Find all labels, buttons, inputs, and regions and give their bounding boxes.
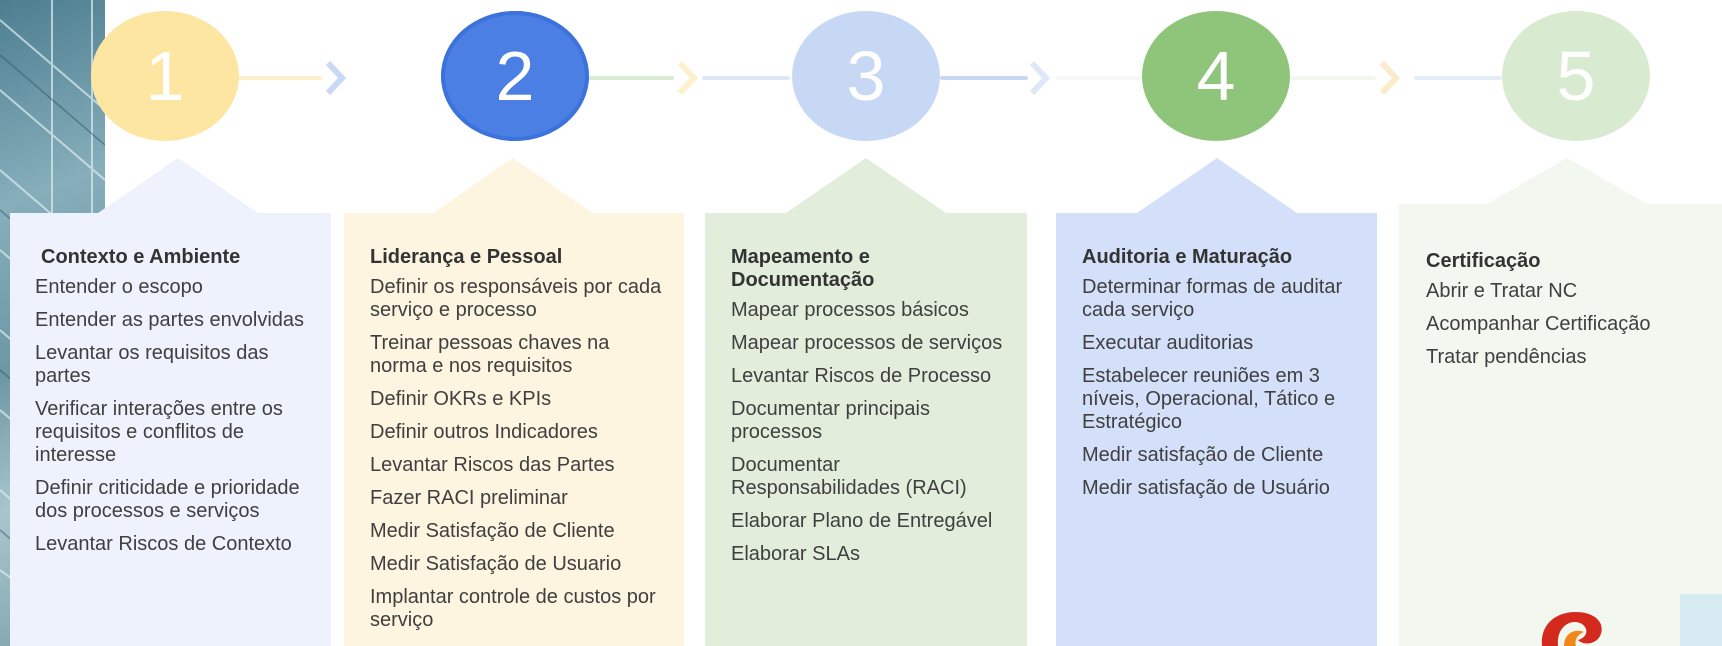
panel-content: Liderança e Pessoal Definir os responsáv… <box>370 246 668 642</box>
panel-body <box>344 213 684 646</box>
connector-1-2 <box>236 76 322 80</box>
connector-5 <box>1414 76 1502 80</box>
chevron-right-icon <box>325 60 346 96</box>
step-title: Liderança e Pessoal <box>370 246 563 268</box>
list-item: Definir criticidade e prioridade dos pro… <box>35 477 300 522</box>
list-item: Levantar Riscos de Processo <box>731 365 992 387</box>
list-item: Definir OKRs e KPIs <box>370 388 552 410</box>
list-item: Executar auditorias <box>1082 332 1254 354</box>
panel-pointer <box>98 158 258 213</box>
list-item: Documentar Responsabilidades (RACI) <box>731 454 967 499</box>
step-number: 5 <box>1556 37 1596 115</box>
step-1-panel: Contexto e Ambiente Entender o escopo En… <box>10 158 331 646</box>
step-5-panel: Certificação Abrir e Tratar NC Acompanha… <box>1399 158 1722 646</box>
panel-content: Mapeamento e Documentação Mapear process… <box>731 246 1011 576</box>
step-number: 3 <box>846 37 886 115</box>
list-item: Levantar os requisitos das partes <box>35 342 269 387</box>
step-3-circle: 3 <box>792 11 940 141</box>
list-item: Definir outros Indicadores <box>370 421 598 443</box>
panel-pointer <box>433 158 593 213</box>
panel-body <box>1399 204 1722 646</box>
list-item: Levantar Riscos de Contexto <box>35 533 292 555</box>
list-item: Definir os responsáveis por cada serviço… <box>370 276 662 321</box>
chevron-right-icon <box>1029 60 1050 96</box>
step-number: 1 <box>145 37 185 115</box>
list-item: Mapear processos de serviços <box>731 332 1003 354</box>
connector-2-3 <box>588 76 674 80</box>
panel-pointer <box>1487 158 1647 204</box>
list-item: Levantar Riscos das Partes <box>370 454 615 476</box>
step-title: Certificação <box>1426 250 1541 272</box>
list-item: Fazer RACI preliminar <box>370 487 568 509</box>
connector-4-5b <box>1290 76 1376 80</box>
panel-content: Auditoria e Maturação Determinar formas … <box>1082 246 1361 510</box>
list-item: Elaborar SLAs <box>731 543 860 565</box>
panel-content: Certificação Abrir e Tratar NC Acompanha… <box>1426 250 1706 379</box>
list-item: Acompanhar Certificação <box>1426 313 1651 335</box>
panel-body <box>1056 213 1377 646</box>
list-item: Entender as partes envolvidas <box>35 309 305 331</box>
list-item: Abrir e Tratar NC <box>1426 280 1578 302</box>
step-4-panel: Auditoria e Maturação Determinar formas … <box>1056 158 1377 646</box>
connector-3-4b <box>940 76 1028 80</box>
step-5-circle: 5 <box>1502 11 1650 141</box>
list-item: Documentar principais processos <box>731 398 930 443</box>
list-item: Elaborar Plano de Entregável <box>731 510 993 532</box>
list-item: Entender o escopo <box>35 276 203 298</box>
list-item: Treinar pessoas chaves na norma e nos re… <box>370 332 610 377</box>
step-1-circle: 1 <box>91 11 239 141</box>
step-number: 2 <box>495 37 535 115</box>
chevron-right-icon <box>677 60 698 96</box>
list-item: Determinar formas de auditar cada serviç… <box>1082 276 1343 321</box>
chevron-right-icon <box>1379 60 1400 96</box>
list-item: Medir Satisfação de Cliente <box>370 520 615 542</box>
list-item: Tratar pendências <box>1426 346 1587 368</box>
step-2-panel: Liderança e Pessoal Definir os responsáv… <box>344 158 684 646</box>
panel-pointer <box>786 158 946 213</box>
company-logo <box>1534 606 1632 646</box>
panel-pointer <box>1137 158 1297 213</box>
panel-body <box>10 213 331 646</box>
step-4-circle: 4 <box>1142 11 1290 141</box>
corner-decoration <box>1680 594 1722 646</box>
step-3-panel: Mapeamento e Documentação Mapear process… <box>705 158 1027 646</box>
panel-content: Contexto e Ambiente Entender o escopo En… <box>35 246 315 566</box>
panel-body <box>705 213 1027 646</box>
list-item: Verificar interações entre os requisitos… <box>35 398 283 466</box>
connector-3-4 <box>702 76 790 80</box>
step-title: Mapeamento e Documentação <box>731 246 875 291</box>
list-item: Mapear processos básicos <box>731 299 969 321</box>
step-2-circle: 2 <box>441 11 589 141</box>
step-title: Auditoria e Maturação <box>1082 246 1293 268</box>
step-number: 4 <box>1196 37 1236 115</box>
list-item: Medir Satisfação de Usuario <box>370 553 622 575</box>
list-item: Estabelecer reuniões em 3 níveis, Operac… <box>1082 365 1336 433</box>
list-item: Implantar controle de custos por serviço <box>370 586 656 631</box>
connector-4-5 <box>1055 76 1143 80</box>
list-item: Medir satisfação de Cliente <box>1082 444 1324 466</box>
step-title: Contexto e Ambiente <box>41 246 241 268</box>
list-item: Medir satisfação de Usuário <box>1082 477 1330 499</box>
